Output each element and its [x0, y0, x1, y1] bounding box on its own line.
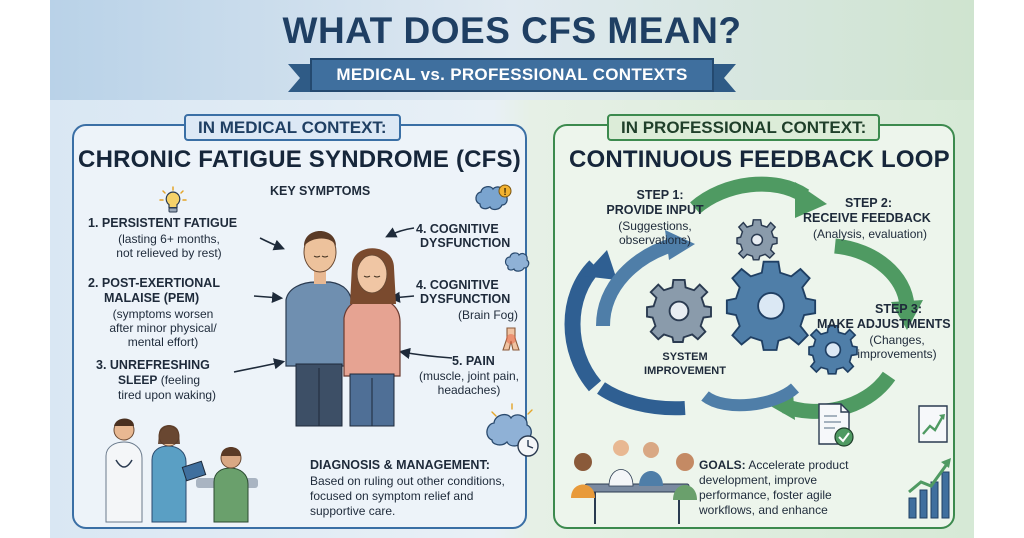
symptom-3-title-b: SLEEP — [118, 373, 158, 387]
goals-line-3: performance, foster agile — [699, 488, 832, 502]
right-gear-icon — [808, 325, 858, 375]
symptom-3-detail-a: (feeling — [160, 373, 201, 387]
symptom-1-detail-b: not relieved by rest) — [116, 246, 222, 260]
step-1-detail-b: observations) — [618, 233, 692, 247]
symptom-3-title-a: 3. UNREFRESHING — [96, 358, 210, 372]
lightbulb-icon — [159, 186, 187, 213]
team-meeting-illustration — [571, 440, 697, 524]
subtitle: MEDICAL vs. PROFESSIONAL CONTEXTS — [310, 58, 714, 92]
symptom-arrows — [233, 227, 453, 373]
clinic-illustration — [105, 418, 258, 523]
brain-clock-icon — [486, 403, 539, 457]
step-3-detail-b: improvements) — [857, 347, 937, 361]
symptom-5-title: 5. PAIN — [452, 354, 495, 368]
symptom-4b-detail: (Brain Fog) — [458, 308, 519, 322]
large-gear-icon — [725, 260, 817, 351]
growth-chart-icon — [908, 458, 951, 519]
infographic: WHAT DOES CFS MEAN? MEDICAL vs. PROFESSI… — [50, 0, 974, 538]
step-1-title: PROVIDE INPUT — [606, 203, 704, 217]
medical-tag: IN MEDICAL CONTEXT: — [184, 114, 401, 141]
symptom-4b-title-b: DYSFUNCTION — [420, 292, 511, 306]
trend-document-icon — [918, 405, 948, 443]
subtitle-ribbon: MEDICAL vs. PROFESSIONAL CONTEXTS — [288, 58, 736, 94]
goals-title: GOALS: — [699, 458, 746, 472]
symptom-2-title-a: 2. POST-EXERTIONAL — [88, 276, 220, 290]
professional-panel: IN PROFESSIONAL CONTEXT: CONTINUOUS FEED… — [553, 114, 955, 529]
medical-panel: IN MEDICAL CONTEXT: CHRONIC FATIGUE SYND… — [72, 114, 539, 529]
symptom-4a-title-b: DYSFUNCTION — [420, 236, 511, 250]
step-3-label: STEP 3: — [875, 302, 923, 316]
goals-line-2: development, improve — [699, 473, 818, 487]
step-1-detail-a: (Suggestions, — [618, 219, 692, 233]
professional-heading: CONTINUOUS FEEDBACK LOOP — [569, 146, 950, 173]
symptom-3-detail-b: tired upon waking) — [118, 388, 217, 402]
professional-tag: IN PROFESSIONAL CONTEXT: — [607, 114, 881, 141]
diagnosis-line-1: Based on ruling out other conditions, — [310, 474, 505, 488]
key-symptoms-label: KEY SYMPTOMS — [270, 184, 371, 198]
brain-alert-icon: ! — [475, 184, 512, 211]
top-gear-icon — [736, 219, 778, 261]
patients-illustration — [285, 231, 401, 427]
main-title: WHAT DOES CFS MEAN? — [282, 10, 742, 51]
document-check-icon — [818, 403, 854, 447]
brain-fog-icon — [504, 252, 530, 272]
improvement-label: IMPROVEMENT — [644, 365, 726, 377]
medical-heading: CHRONIC FATIGUE SYNDROME (CFS) — [78, 146, 521, 173]
svg-text:!: ! — [503, 187, 506, 198]
step-1-label: STEP 1: — [636, 188, 684, 202]
step-2-label: STEP 2: — [845, 196, 893, 210]
system-label: SYSTEM — [662, 351, 708, 363]
diagnosis-line-3: supportive care. — [310, 504, 396, 518]
diagnosis-title: DIAGNOSIS & MANAGEMENT: — [310, 458, 490, 472]
step-3-title: MAKE ADJUSTMENTS — [817, 317, 951, 331]
symptom-2-title-b: MALAISE (PEM) — [104, 291, 200, 305]
symptom-2-detail-a: (symptoms worsen — [112, 307, 214, 321]
left-gear-icon — [646, 278, 712, 343]
feedback-loop-diagram — [564, 176, 923, 420]
step-2-title: RECEIVE FEEDBACK — [803, 211, 931, 225]
diagnosis-line-2: focused on symptom relief and — [310, 489, 474, 503]
goals-line-1: Accelerate product — [748, 458, 849, 472]
symptom-2-detail-b: after minor physical/ — [109, 321, 217, 335]
step-2-detail: (Analysis, evaluation) — [813, 227, 928, 241]
symptom-1-detail-a: (lasting 6+ months, — [118, 232, 220, 246]
goals-line-4: workflows, and enhance — [699, 503, 828, 517]
symptom-2-detail-c: mental effort) — [127, 335, 199, 349]
step-3-detail-a: (Changes, — [869, 333, 925, 347]
symptom-1-title: 1. PERSISTENT FATIGUE — [88, 216, 238, 230]
joint-pain-icon — [502, 327, 520, 351]
symptom-4a-title-a: 4. COGNITIVE — [416, 222, 499, 236]
symptom-4b-title-a: 4. COGNITIVE — [416, 278, 499, 292]
symptom-5-detail-a: (muscle, joint pain, — [418, 369, 520, 383]
symptom-5-detail-b: headaches) — [437, 383, 501, 397]
